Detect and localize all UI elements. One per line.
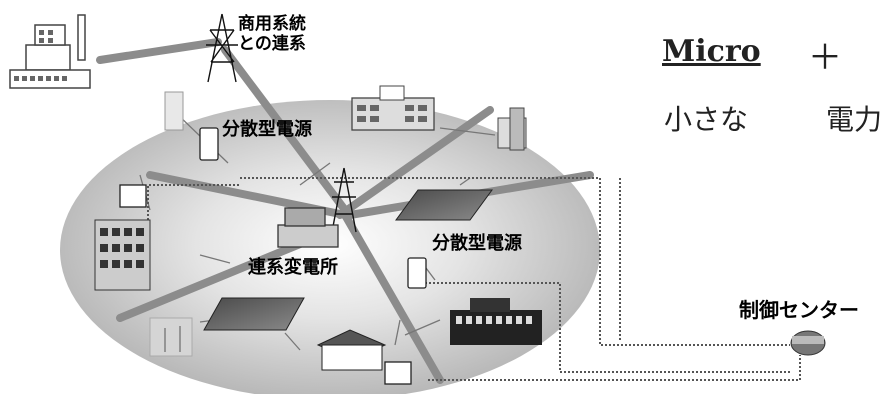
heading-plus: ＋	[808, 38, 842, 78]
generator-icon	[119, 127, 427, 385]
city-building-icon	[450, 298, 542, 345]
control-center-icon	[790, 330, 826, 356]
commercial-grid-label-line2: との連系	[238, 33, 306, 54]
distributed-power-label-2: 分散型電源	[432, 233, 522, 254]
distributed-power-label-1: 分散型電源	[222, 119, 312, 140]
heading-power: 電力	[826, 103, 883, 136]
office-building-icon	[164, 91, 527, 151]
commercial-grid-label-line1: 商用系統	[238, 14, 306, 34]
heading-micro: Micro	[662, 34, 761, 69]
substation-label: 連系変電所	[248, 257, 338, 278]
house-icon	[316, 329, 387, 371]
substation-icon	[277, 207, 339, 248]
transmission-tower-icon	[206, 13, 357, 233]
hospital-icon	[351, 85, 435, 131]
factory-building-icon	[94, 219, 151, 291]
solar-panel-icon	[203, 189, 493, 331]
power-plant-icon	[9, 14, 91, 89]
heading-small: 小さな	[664, 103, 749, 136]
wind-turbine-icon	[149, 317, 193, 357]
commercial-grid-label: 商用系統 との連系	[238, 14, 306, 54]
control-center-label: 制御センター	[739, 298, 859, 322]
